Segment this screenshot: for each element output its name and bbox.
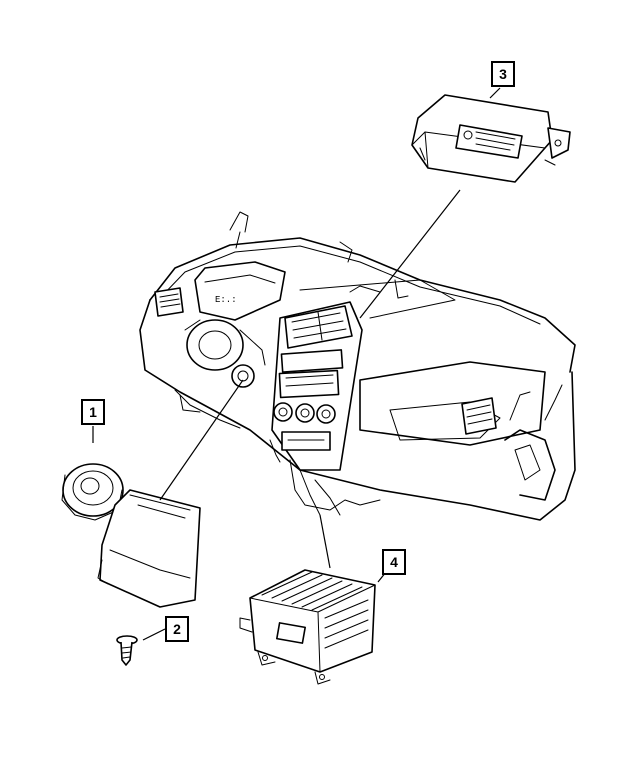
part-2-fastener <box>116 635 138 666</box>
callout-2: 2 <box>165 616 189 642</box>
instrument-panel: E:.: <box>139 211 576 521</box>
callout-3: 3 <box>491 61 515 87</box>
part-1-module <box>61 463 201 608</box>
leader-2 <box>142 628 166 641</box>
callout-3-label: 3 <box>499 66 507 82</box>
leader-3-to-panel <box>359 189 461 319</box>
leader-3 <box>489 87 501 99</box>
callout-4-label: 4 <box>390 554 398 570</box>
leader-lines <box>92 87 501 641</box>
svg-text:E:.:: E:.: <box>215 295 237 305</box>
callout-4: 4 <box>382 549 406 575</box>
leader-1-to-panel <box>159 379 244 501</box>
part-4-amplifier <box>239 569 376 685</box>
leader-4-to-panel <box>319 514 331 569</box>
callout-2-label: 2 <box>173 621 181 637</box>
callout-1-label: 1 <box>89 404 97 420</box>
part-3-control-module <box>411 94 571 183</box>
callout-1: 1 <box>81 399 105 425</box>
